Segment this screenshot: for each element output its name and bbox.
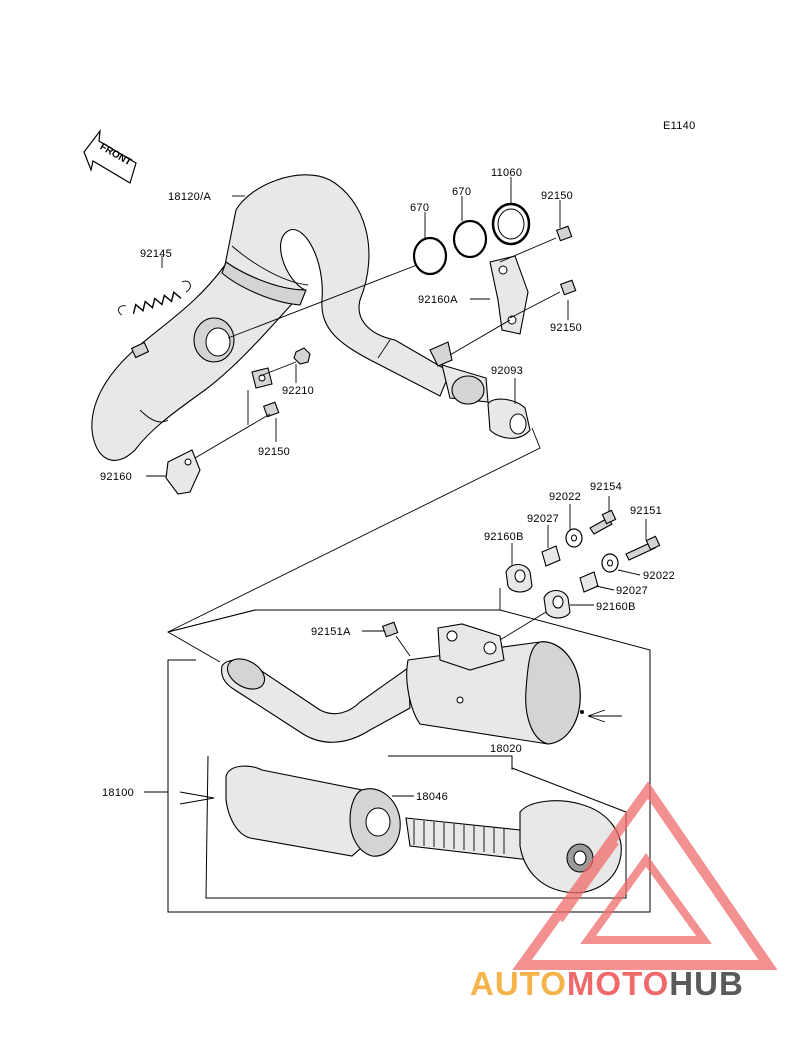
label-92093: 92093 [491,365,523,377]
label-92027-a: 92027 [527,513,559,525]
silencer-packing-18046 [225,765,414,857]
grommet-92093 [487,398,531,439]
label-92160a: 92160A [418,294,458,306]
label-11060: 11060 [491,167,522,179]
watermark-logo: AUTOMOTOHUB [470,965,790,1005]
bolt-92150-c [262,401,280,418]
diagram-code: E1140 [663,120,696,132]
muffler-mount-hardware [381,509,661,638]
label-92160b-a: 92160B [484,531,524,543]
label-92151a: 92151A [311,626,351,638]
label-670-a: 670 [410,202,429,214]
watermark-part-hub: HUB [669,965,744,1002]
label-92150-b: 92150 [550,322,582,334]
leader-lines-mounts [167,496,647,657]
label-92022-a: 92022 [549,491,581,503]
spring-part [118,280,191,316]
label-92210: 92210 [282,385,314,397]
leader-lines-top [146,177,569,663]
watermark-part-moto: MOTO [566,965,670,1002]
bracket-92160a [489,255,529,335]
o-ring-670-b [452,219,488,259]
label-670-b: 670 [452,186,471,198]
exhaust-head-pipe [91,174,489,461]
part-labels: 18120/A 670 670 11060 92150 92145 92160A… [100,167,675,803]
label-92027-b: 92027 [616,585,648,597]
front-arrow-icon: FRONT [83,128,137,184]
label-92154: 92154 [590,481,622,493]
o-ring-670-a [412,236,448,276]
label-18046: 18046 [416,791,448,803]
label-18100: 18100 [102,787,134,799]
label-18120a: 18120/A [168,191,211,203]
label-92022-b: 92022 [643,570,675,582]
assembly-box-outer [167,609,651,913]
label-92150-a: 92150 [541,190,573,202]
label-92145: 92145 [140,248,172,260]
watermark-part-auto: AUTO [470,965,567,1002]
label-92160: 92160 [100,471,132,483]
collar-92210 [293,347,311,365]
bolt-92150-b [559,279,577,296]
bracket-92160 [165,449,201,495]
gasket-11060 [491,202,531,246]
label-92151: 92151 [630,505,662,517]
label-18020: 18020 [490,743,522,755]
label-92150-c: 92150 [258,446,290,458]
label-92160b-b: 92160B [596,601,636,613]
silencer-core-18020 [405,800,622,894]
watermark-triangle [512,781,778,970]
bolt-92150-a [555,225,573,242]
silencer-assembly [221,623,622,745]
